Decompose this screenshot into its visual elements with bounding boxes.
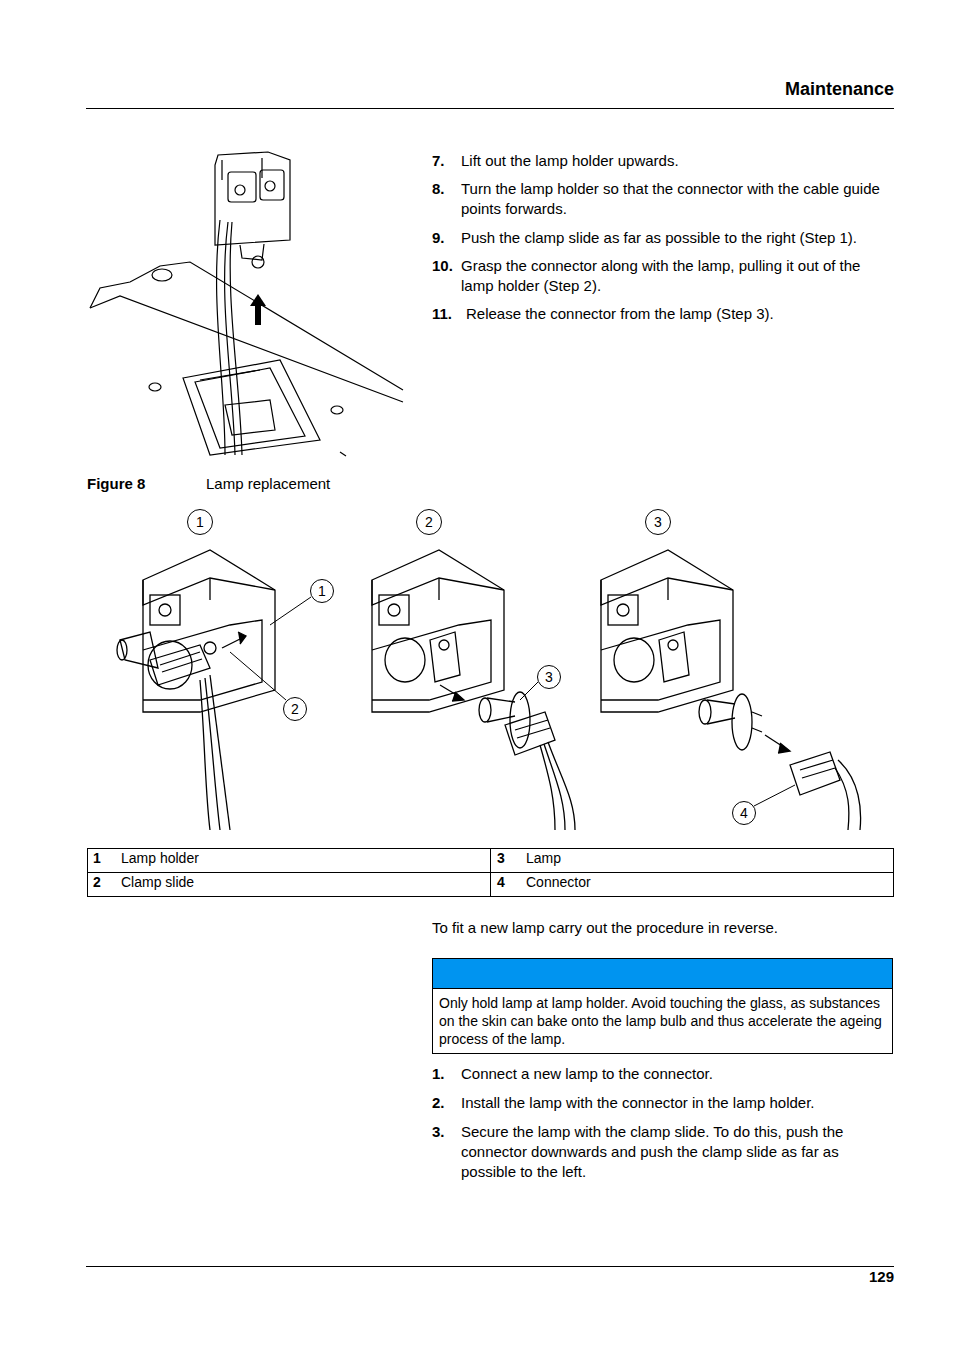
figure-caption: Lamp replacement [206, 474, 506, 494]
step-text: Release the connector from the lamp (Ste… [466, 304, 894, 324]
step-text: Lift out the lamp holder upwards. [461, 151, 893, 171]
step-text: Secure the lamp with the clamp slide. To… [461, 1122, 893, 1182]
callout-number: 1 [196, 514, 204, 530]
callout-circle: 4 [732, 801, 756, 825]
table-cell: Lamp [526, 849, 886, 867]
paragraph: To fit a new lamp carry out the procedur… [432, 918, 894, 938]
table-number: 1 [93, 849, 117, 867]
callout-circle: 1 [310, 579, 334, 603]
table-number: 4 [497, 873, 521, 891]
callout-number: 3 [654, 514, 662, 530]
note-box-header [433, 959, 893, 989]
lift-arrow [250, 294, 266, 325]
page-number: 129 [800, 1267, 894, 1287]
callout-circle: 3 [537, 665, 561, 689]
step-text: Connect a new lamp to the connector. [461, 1064, 893, 1084]
step-text: Grasp the connector along with the lamp,… [461, 256, 893, 296]
leader-lines [230, 597, 795, 806]
step-text: Turn the lamp holder so that the connect… [461, 179, 893, 219]
callout-number: 4 [740, 805, 748, 821]
callout-number: 2 [291, 701, 299, 717]
note-text: Only hold lamp at lamp holder. Avoid tou… [439, 994, 886, 1048]
callout-circle: 1 [187, 509, 213, 535]
callout-circle: 2 [416, 509, 442, 535]
callout-number: 1 [318, 583, 326, 599]
table-number: 2 [93, 873, 117, 891]
step-number: 1. [432, 1064, 460, 1084]
step-number: 9. [432, 228, 460, 248]
step-number: 7. [432, 151, 460, 171]
page-heading: Maintenance [500, 78, 894, 100]
step-text: Push the clamp slide as far as possible … [461, 228, 893, 248]
holder-figures [117, 550, 861, 830]
rules [86, 109, 894, 1267]
step-number: 8. [432, 179, 460, 199]
callout-circle: 2 [283, 697, 307, 721]
table-number: 3 [497, 849, 521, 867]
table-cell: Connector [526, 873, 886, 891]
note-box: Only hold lamp at lamp holder. Avoid tou… [432, 988, 893, 1054]
callout-circle: 3 [645, 509, 671, 535]
top-illustration [90, 152, 403, 456]
figure-number: Figure 8 [87, 474, 197, 494]
step-text: Install the lamp with the connector in t… [461, 1093, 893, 1113]
callout-number: 2 [425, 514, 433, 530]
callout-number: 3 [545, 669, 553, 685]
step-number: 3. [432, 1122, 460, 1142]
step-number: 2. [432, 1093, 460, 1113]
step-number: 10. [432, 256, 460, 276]
step-number: 11. [432, 304, 460, 324]
table-cell: Clamp slide [121, 873, 481, 891]
table-cell: Lamp holder [121, 849, 481, 867]
parts-table [87, 848, 894, 897]
